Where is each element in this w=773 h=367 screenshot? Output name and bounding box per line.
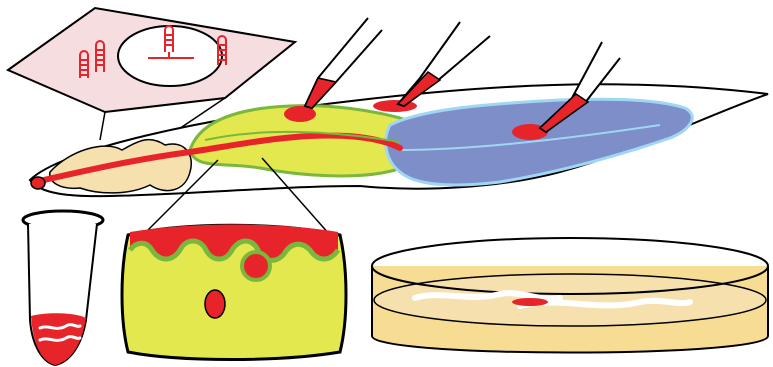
oocyte-red-spot: [242, 252, 270, 280]
microcentrifuge-tube: [23, 211, 103, 365]
intestine: [386, 99, 693, 185]
petri-dish: [372, 238, 768, 353]
mouth: [31, 177, 45, 189]
oocyte-red-spot: [205, 290, 225, 318]
rna-spot-on-plate: [512, 298, 548, 306]
petri-dish-agar-surface: [374, 274, 766, 326]
injection-needle: [305, 18, 382, 108]
inset-connector-line: [100, 112, 105, 140]
